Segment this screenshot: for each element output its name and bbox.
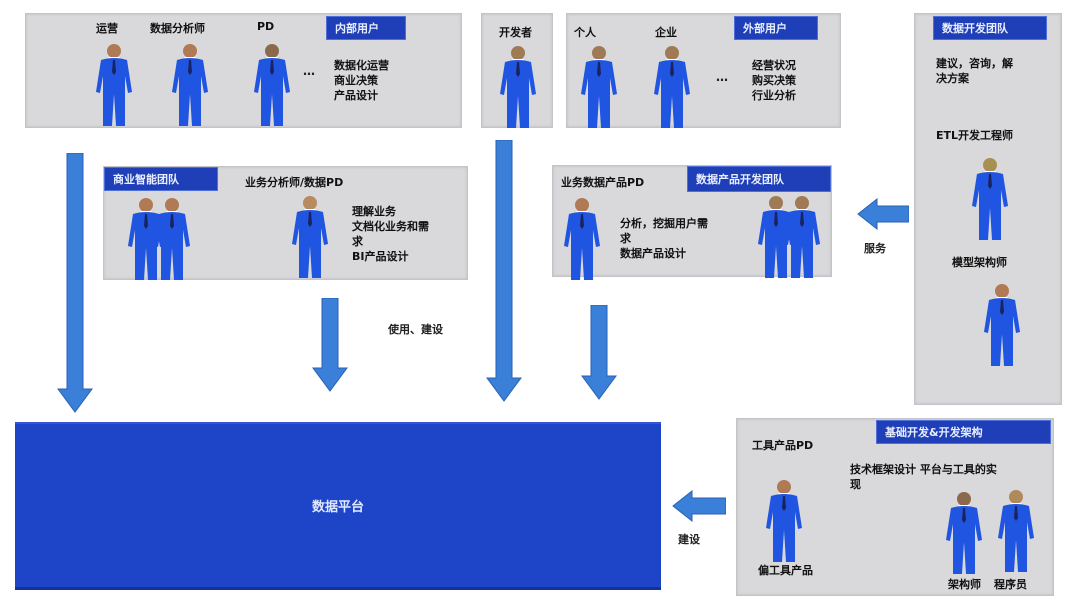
person-icon bbox=[577, 44, 621, 128]
external-users-tag: 外部用户 bbox=[734, 16, 818, 40]
more-roles-ellipsis: … bbox=[716, 70, 729, 84]
person-icon bbox=[124, 196, 168, 280]
role-label-business-data-pd: 业务数据产品PD bbox=[561, 176, 645, 189]
role-label-operations: 运营 bbox=[96, 22, 118, 35]
internal-users-tag: 内部用户 bbox=[326, 16, 406, 40]
person-icon bbox=[560, 196, 604, 280]
person-label-programmer: 程序员 bbox=[994, 578, 1027, 591]
role-label-etl-engineer: ETL开发工程师 bbox=[936, 129, 1014, 142]
role-label-developer: 开发者 bbox=[499, 26, 532, 39]
desc-line: 建议，咨询，解 bbox=[936, 57, 1013, 70]
desc-line: 求 bbox=[620, 232, 631, 245]
person-icon bbox=[92, 42, 136, 126]
role-label-tool-product-pd: 工具产品PD bbox=[752, 439, 814, 452]
desc-line: 文档化业务和需 bbox=[352, 220, 429, 233]
person-label-tool-product: 偏工具产品 bbox=[758, 564, 813, 577]
person-icon bbox=[762, 478, 806, 562]
person-icon bbox=[168, 42, 212, 126]
desc-line: 数据产品设计 bbox=[620, 247, 686, 260]
internal-users-needs: 数据化运营 商业决策 产品设计 bbox=[334, 58, 389, 103]
need-item: 行业分析 bbox=[752, 89, 796, 102]
need-item: 数据化运营 bbox=[334, 59, 389, 72]
desc-line: 决方案 bbox=[936, 72, 969, 85]
data-dev-team-desc: 建议，咨询，解 决方案 bbox=[936, 56, 1013, 86]
need-item: 商业决策 bbox=[334, 74, 378, 87]
desc-line: 求 bbox=[352, 235, 363, 248]
infra-team-tag: 基础开发&开发架构 bbox=[876, 420, 1051, 444]
down-arrow-icon bbox=[57, 153, 93, 413]
need-item: 产品设计 bbox=[334, 89, 378, 102]
external-users-needs: 经营状况 购买决策 行业分析 bbox=[752, 58, 796, 103]
person-icon bbox=[994, 488, 1038, 572]
service-annotation: 服务 bbox=[864, 242, 886, 255]
person-label-architect: 架构师 bbox=[948, 578, 981, 591]
data-product-team-desc: 分析，挖掘用户需 求 数据产品设计 bbox=[620, 216, 708, 261]
bi-team-desc: 理解业务 文档化业务和需 求 BI产品设计 bbox=[352, 204, 429, 264]
person-icon bbox=[650, 44, 694, 128]
role-label-pd: PD bbox=[257, 20, 275, 33]
role-label-business-analyst: 业务分析师/数据PD bbox=[245, 176, 344, 189]
person-icon bbox=[942, 490, 986, 574]
person-icon bbox=[288, 194, 332, 278]
person-icon bbox=[250, 42, 294, 126]
data-product-team-tag: 数据产品开发团队 bbox=[687, 166, 831, 192]
down-arrow-icon bbox=[312, 298, 348, 392]
use-build-annotation: 使用、建设 bbox=[388, 323, 443, 336]
need-item: 经营状况 bbox=[752, 59, 796, 72]
more-roles-ellipsis: … bbox=[303, 64, 316, 78]
left-arrow-icon bbox=[672, 490, 726, 522]
role-label-enterprise: 企业 bbox=[655, 26, 677, 39]
person-icon bbox=[980, 282, 1024, 366]
left-arrow-icon bbox=[857, 198, 909, 230]
desc-line: 现 bbox=[850, 478, 861, 491]
down-arrow-icon bbox=[581, 305, 617, 400]
data-platform-block: 数据平台 bbox=[15, 422, 661, 590]
need-item: 购买决策 bbox=[752, 74, 796, 87]
build-annotation: 建设 bbox=[678, 533, 700, 546]
desc-line: 理解业务 bbox=[352, 205, 396, 218]
data-dev-team-tag: 数据开发团队 bbox=[933, 16, 1047, 40]
bi-team-tag: 商业智能团队 bbox=[104, 167, 218, 191]
person-icon bbox=[968, 156, 1012, 240]
desc-line: 技术框架设计 平台与工具的实 bbox=[850, 463, 997, 476]
data-platform-label: 数据平台 bbox=[311, 500, 364, 515]
desc-line: 分析，挖掘用户需 bbox=[620, 217, 708, 230]
infra-team-desc: 技术框架设计 平台与工具的实 现 bbox=[850, 462, 997, 492]
role-label-model-architect: 模型架构师 bbox=[952, 256, 1007, 269]
desc-line: BI产品设计 bbox=[352, 250, 409, 263]
role-label-individual: 个人 bbox=[574, 26, 596, 39]
person-icon bbox=[150, 196, 194, 280]
role-label-data-analyst: 数据分析师 bbox=[150, 22, 205, 35]
person-icon bbox=[780, 194, 824, 278]
down-arrow-icon bbox=[486, 140, 522, 402]
person-icon bbox=[496, 44, 540, 128]
person-icon bbox=[754, 194, 798, 278]
